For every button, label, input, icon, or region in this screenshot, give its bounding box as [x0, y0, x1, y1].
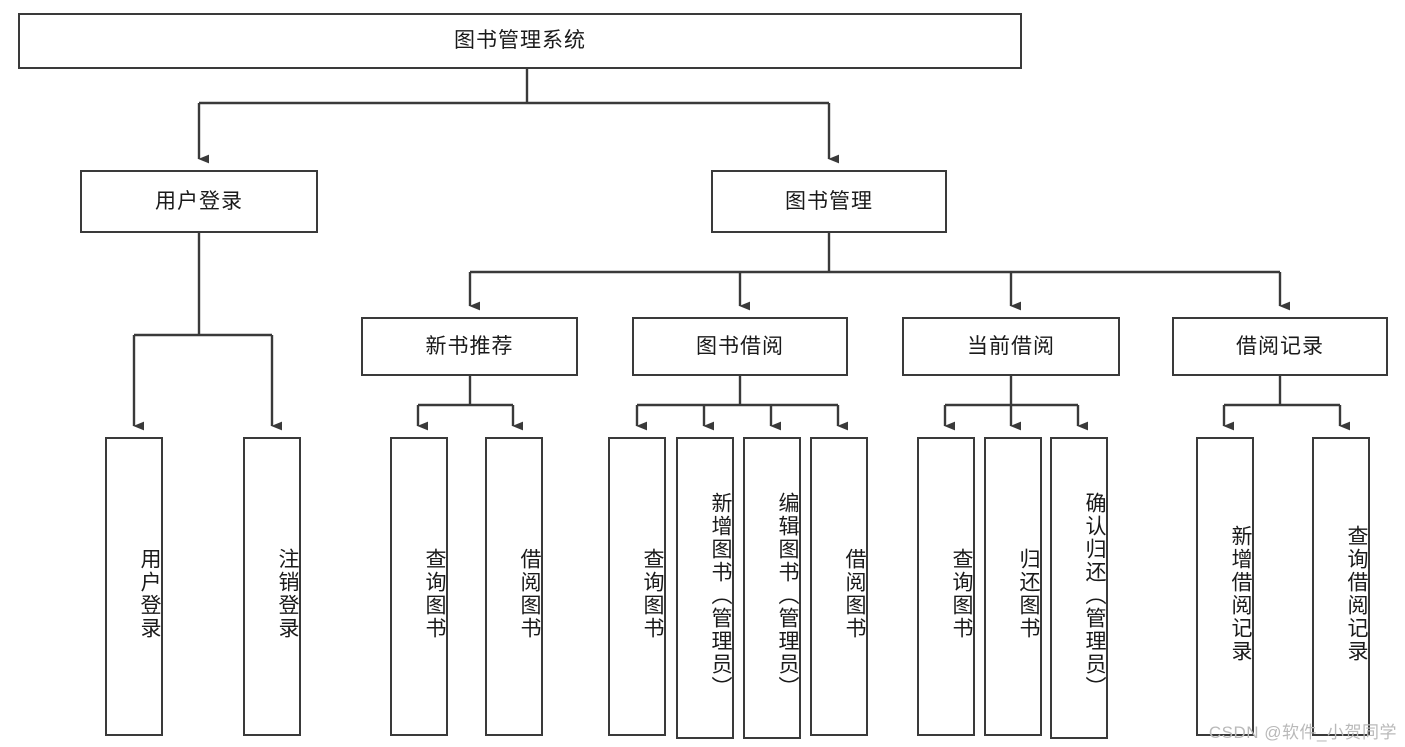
leaf-label: 编辑图书（管理员）	[776, 491, 799, 699]
leaf-query-book-recommend[interactable]: 查询图书	[390, 437, 448, 736]
leaf-label: 注销登录	[276, 547, 299, 640]
leaf-label: 查询借阅记录	[1345, 524, 1368, 663]
leaf-user-login[interactable]: 用户登录	[105, 437, 163, 736]
leaf-label: 确认归还（管理员）	[1083, 491, 1106, 699]
leaf-logout[interactable]: 注销登录	[243, 437, 301, 736]
leaf-return-book[interactable]: 归还图书	[984, 437, 1042, 736]
leaf-edit-book-admin[interactable]: 编辑图书（管理员）	[743, 437, 801, 739]
leaf-query-borrow-record[interactable]: 查询借阅记录	[1312, 437, 1370, 736]
leaf-label: 查询图书	[950, 547, 973, 640]
node-root[interactable]: 图书管理系统	[18, 13, 1022, 69]
node-book-borrow[interactable]: 图书借阅	[632, 317, 848, 376]
leaf-add-borrow-record[interactable]: 新增借阅记录	[1196, 437, 1254, 736]
leaf-label: 新增借阅记录	[1229, 524, 1252, 663]
csdn-watermark: CSDN @软件_小贺同学	[1208, 723, 1397, 742]
node-new-book-recommend[interactable]: 新书推荐	[361, 317, 578, 376]
leaf-label: 新增图书（管理员）	[709, 491, 732, 699]
node-borrow-record[interactable]: 借阅记录	[1172, 317, 1388, 376]
leaf-label: 查询图书	[641, 547, 664, 640]
leaf-label: 借阅图书	[518, 547, 541, 640]
node-book-manage[interactable]: 图书管理	[711, 170, 947, 233]
node-user-login[interactable]: 用户登录	[80, 170, 318, 233]
leaf-confirm-return-admin[interactable]: 确认归还（管理员）	[1050, 437, 1108, 739]
leaf-label: 借阅图书	[843, 547, 866, 640]
leaf-borrow-book-recommend[interactable]: 借阅图书	[485, 437, 543, 736]
leaf-label: 归还图书	[1017, 547, 1040, 640]
leaf-add-book-admin[interactable]: 新增图书（管理员）	[676, 437, 734, 739]
leaf-borrow-book[interactable]: 借阅图书	[810, 437, 868, 736]
leaf-label: 用户登录	[138, 547, 161, 640]
leaf-query-book-current[interactable]: 查询图书	[917, 437, 975, 736]
leaf-label: 查询图书	[423, 547, 446, 640]
node-current-borrow[interactable]: 当前借阅	[902, 317, 1120, 376]
leaf-query-book-borrow[interactable]: 查询图书	[608, 437, 666, 736]
